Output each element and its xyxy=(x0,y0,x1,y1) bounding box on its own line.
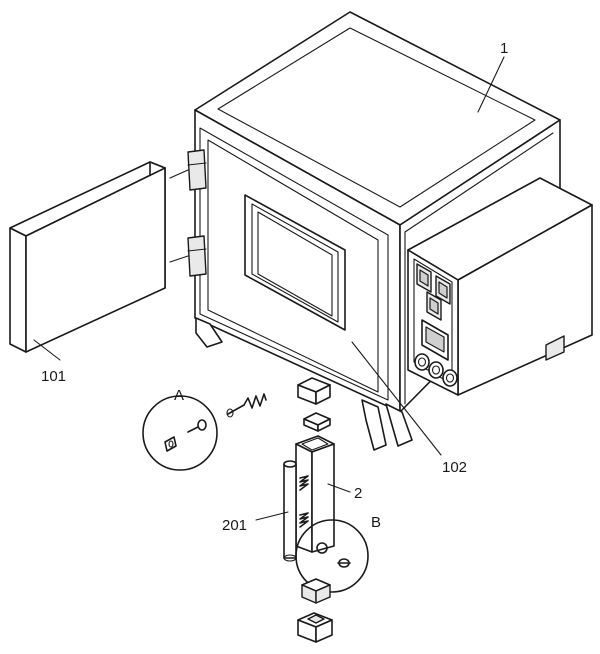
label-1: 1 xyxy=(500,40,508,57)
label-b: B xyxy=(371,514,381,531)
bottom-foot xyxy=(297,612,333,643)
label-101: 101 xyxy=(41,368,66,385)
leader-1 xyxy=(477,56,505,113)
leg-rod xyxy=(283,460,297,562)
label-a: A xyxy=(174,387,184,404)
leader-lines xyxy=(33,56,505,521)
door-hinges xyxy=(169,149,207,277)
knob-1 xyxy=(414,353,430,371)
leader-201 xyxy=(255,511,289,521)
knob-3 xyxy=(442,369,458,387)
viewing-window xyxy=(244,194,346,331)
furnace-feet xyxy=(195,317,413,451)
leg-cap xyxy=(297,377,331,405)
detail-circle-b xyxy=(295,519,369,593)
leader-101 xyxy=(33,339,61,361)
control-box xyxy=(407,177,593,396)
label-2: 2 xyxy=(354,485,362,502)
label-102: 102 xyxy=(442,459,467,476)
square-plate xyxy=(303,412,331,432)
loose-spring xyxy=(226,393,267,418)
open-door xyxy=(9,161,166,353)
leader-102 xyxy=(351,341,442,456)
knob-2 xyxy=(428,361,444,379)
detail-circle-a xyxy=(142,395,218,471)
lower-bushing xyxy=(301,578,331,604)
leader-2 xyxy=(327,483,351,493)
support-leg xyxy=(295,435,335,554)
label-201: 201 xyxy=(222,517,247,534)
